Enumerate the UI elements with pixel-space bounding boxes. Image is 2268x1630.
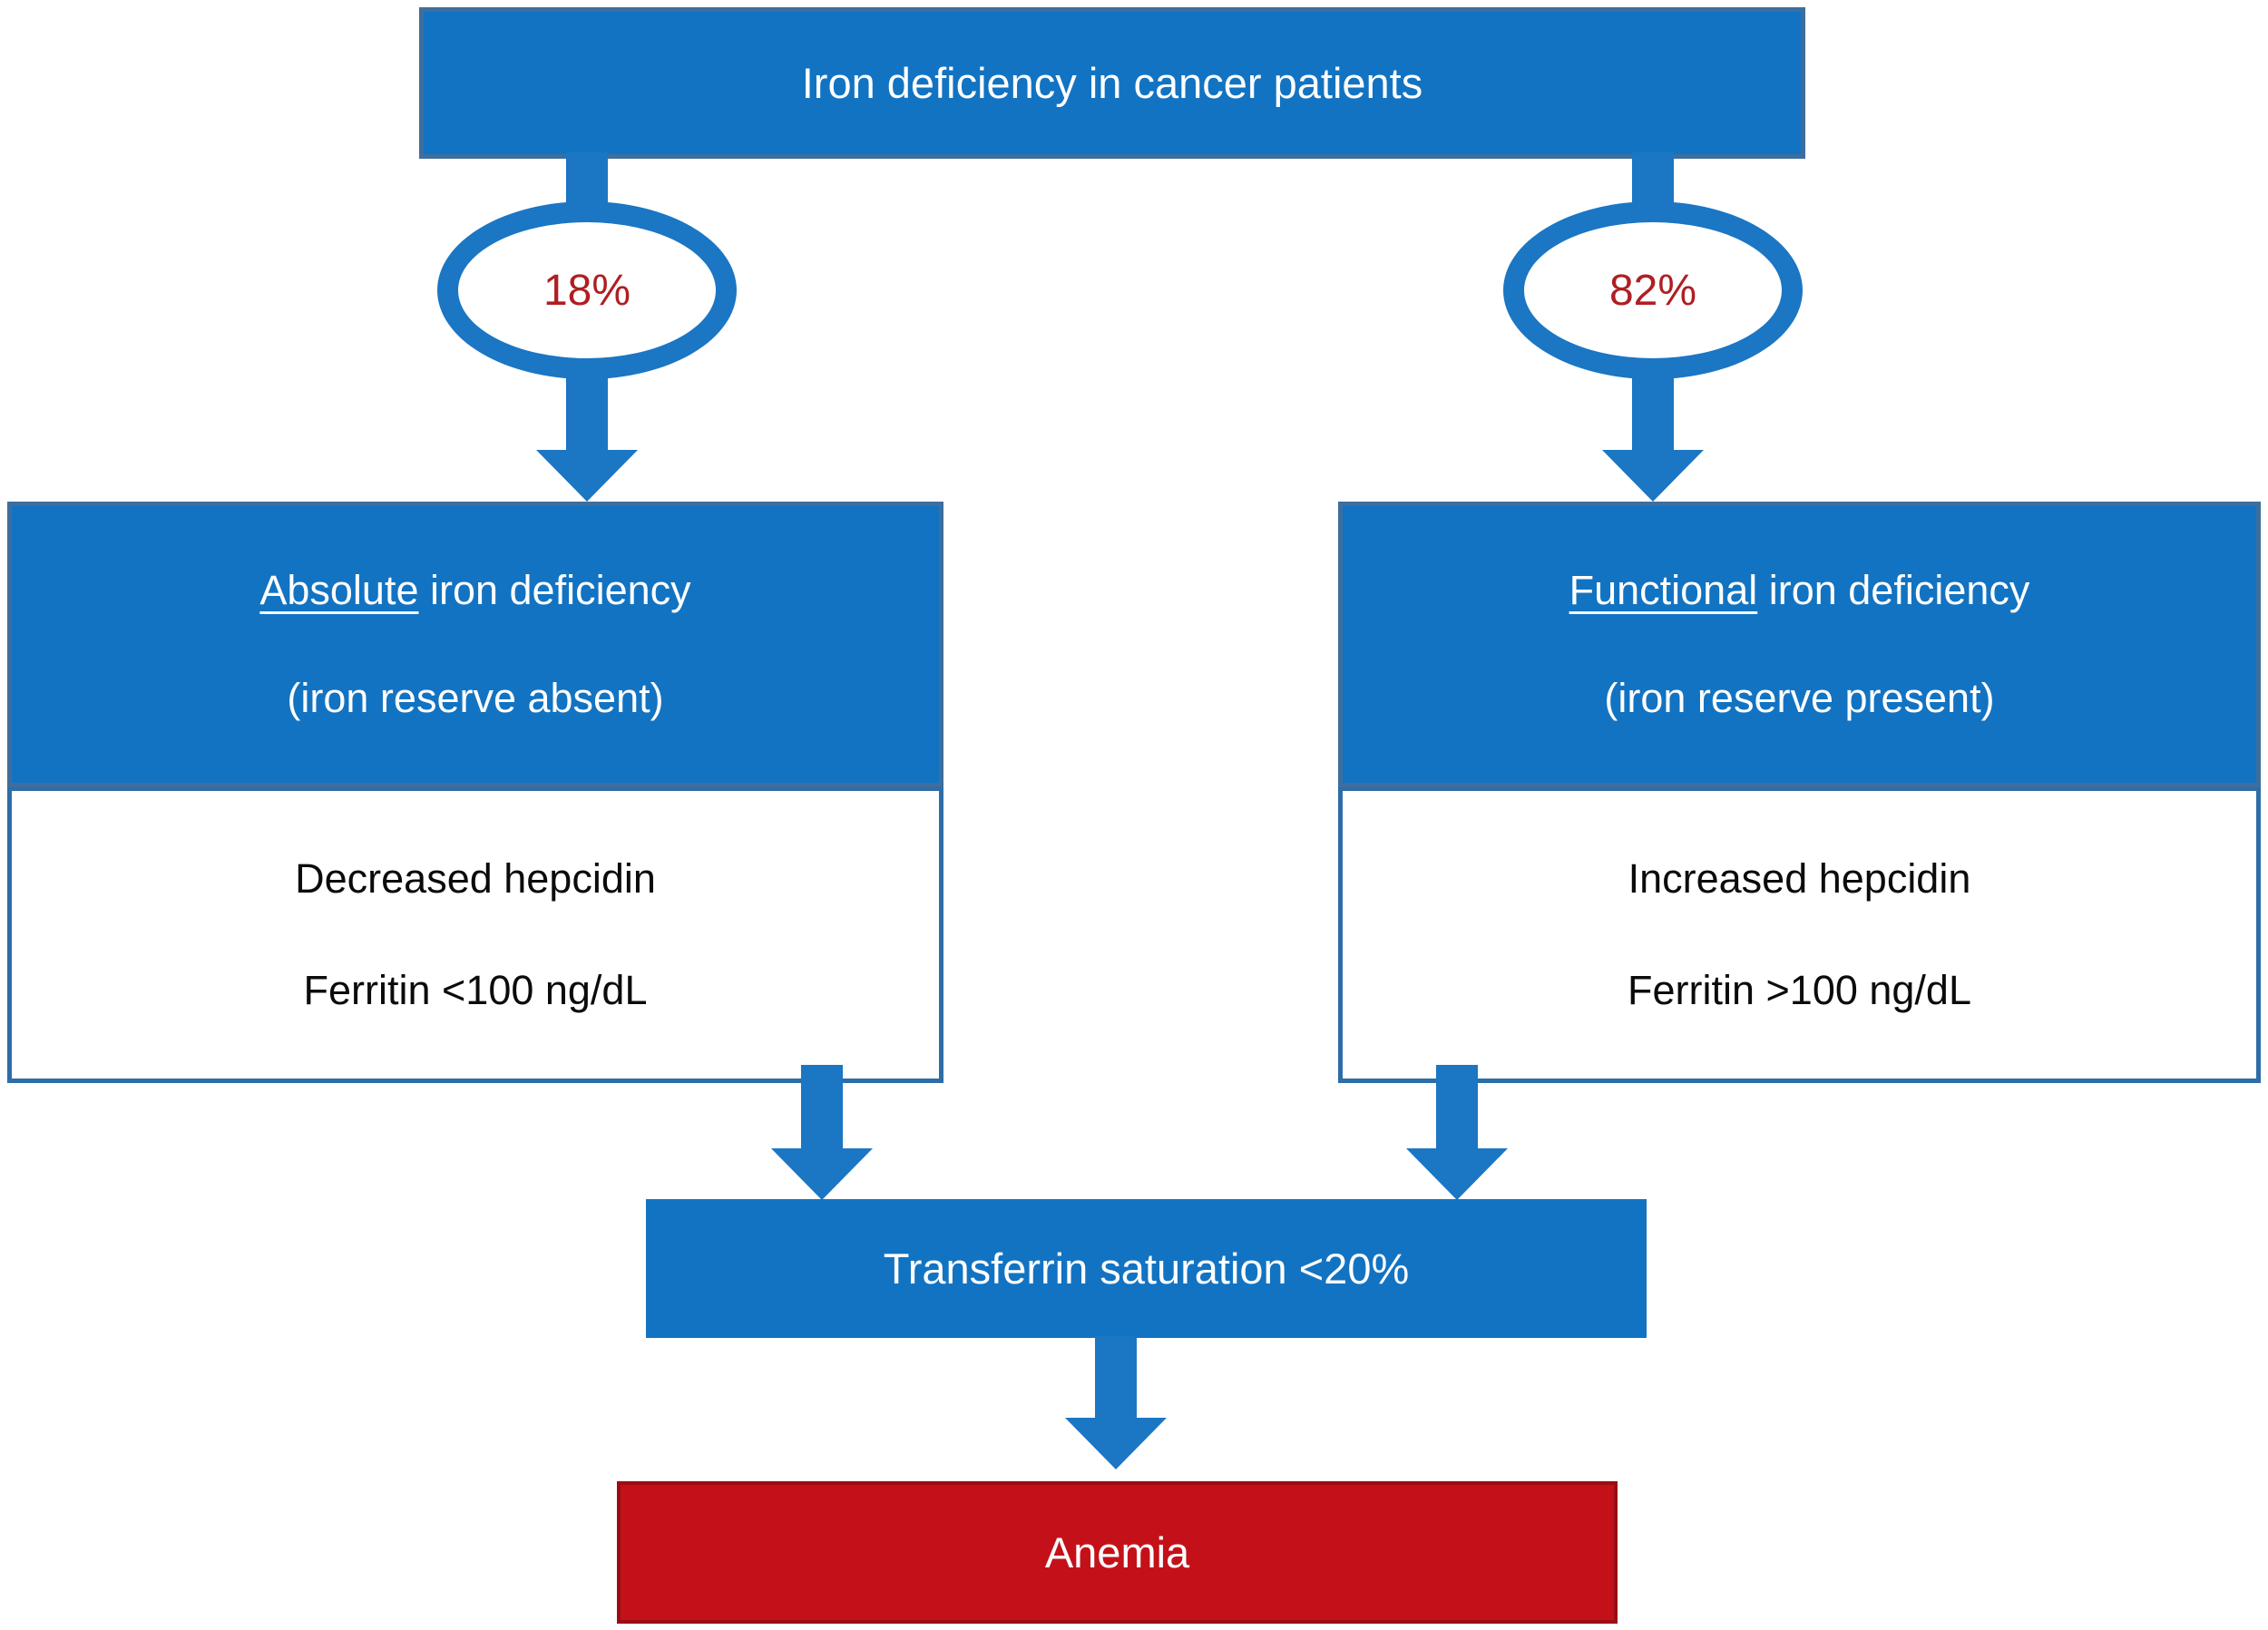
absolute-deficiency-body: Decreased hepcidin Ferritin <100 ng/dL: [7, 787, 943, 1083]
absolute-header-rest: iron deficiency: [418, 567, 691, 613]
functional-deficiency-box: Functional iron deficiency (iron reserve…: [1338, 502, 2261, 1083]
absolute-body-line1: Decreased hepcidin: [295, 855, 656, 902]
functional-body-line1: Increased hepcidin: [1628, 855, 1971, 902]
arrow-down-icon: [1065, 1418, 1167, 1469]
arrow-down-icon: [1602, 450, 1704, 502]
functional-deficiency-body: Increased hepcidin Ferritin >100 ng/dL: [1338, 787, 2261, 1083]
functional-header-line: Functional iron deficiency: [1569, 567, 2030, 614]
absolute-header-line: Absolute iron deficiency: [259, 567, 690, 614]
arrow-down-icon: [771, 1148, 873, 1200]
connector-stem-merge-left: [801, 1065, 843, 1150]
functional-deficiency-header: Functional iron deficiency (iron reserve…: [1338, 502, 2261, 787]
absolute-body-line2: Ferritin <100 ng/dL: [303, 967, 648, 1013]
title-label: Iron deficiency in cancer patients: [801, 59, 1423, 107]
connector-stem-ellipse-right: [1632, 374, 1674, 452]
arrow-down-icon: [1406, 1148, 1508, 1200]
anemia-label: Anemia: [1044, 1528, 1190, 1576]
connector-stem-ellipse-left: [566, 374, 608, 452]
connector-stem-bottom: [1095, 1336, 1137, 1420]
title-box: Iron deficiency in cancer patients: [419, 7, 1805, 159]
transferrin-saturation-box: Transferrin saturation <20%: [646, 1199, 1647, 1338]
functional-body-line2: Ferritin >100 ng/dL: [1628, 967, 1971, 1013]
percent-label-left: 18%: [543, 266, 631, 315]
arrow-down-icon: [536, 450, 638, 502]
connector-stem-merge-right: [1436, 1065, 1478, 1150]
percent-ellipse-right: 82%: [1503, 201, 1803, 379]
absolute-deficiency-box: Absolute iron deficiency (iron reserve a…: [7, 502, 943, 1083]
functional-header-rest: iron deficiency: [1757, 567, 2030, 613]
anemia-box: Anemia: [617, 1481, 1618, 1624]
absolute-header-underlined: Absolute: [259, 567, 419, 613]
percent-label-right: 82%: [1608, 266, 1697, 315]
transferrin-saturation-label: Transferrin saturation <20%: [883, 1244, 1410, 1293]
functional-header-underlined: Functional: [1569, 567, 1758, 613]
percent-ellipse-left: 18%: [437, 201, 737, 379]
functional-subheader: (iron reserve present): [1604, 675, 1995, 721]
absolute-subheader: (iron reserve absent): [287, 675, 664, 721]
absolute-deficiency-header: Absolute iron deficiency (iron reserve a…: [7, 502, 943, 787]
